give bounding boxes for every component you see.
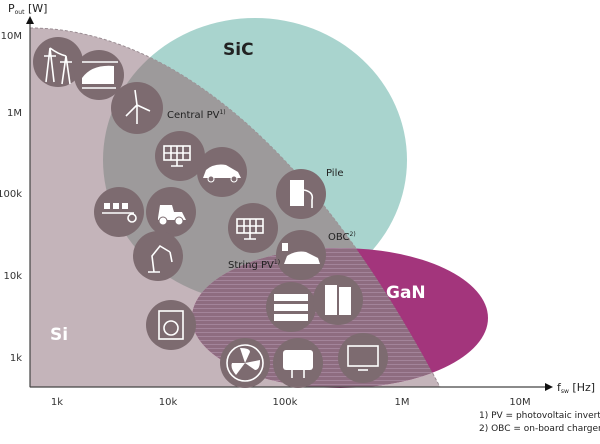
car-icon [197,147,247,197]
conveyor-icon [94,187,144,237]
x-tick: 10M [509,397,530,408]
footnote-obc: 2) OBC = on-board charger [479,424,600,434]
loader-icon [146,187,196,237]
train-icon [74,50,124,100]
sic-label: SiC [223,40,254,60]
solar-panel-icon [155,131,205,181]
y-axis-label: Pout [W] [8,2,47,16]
y-tick: 1M [7,108,22,119]
ev-charger-icon [276,169,326,219]
footnote-pv: 1) PV = photovoltaic inverter [479,411,600,421]
x-axis-label: fsw [Hz] [557,381,595,395]
y-tick: 10k [3,271,22,282]
pile-label: Pile [326,168,344,179]
washing-machine-icon [146,300,196,350]
power-adapter-icon [273,338,323,388]
si-label: Si [50,325,68,345]
x-tick: 10k [159,397,178,408]
central-pv-label: Central PV1) [167,109,226,121]
x-tick: 1k [51,397,63,408]
y-axis-arrow-icon [26,16,34,24]
monitor-icon [338,333,388,383]
power-lines-icon [33,37,83,87]
x-tick: 100k [273,397,298,408]
y-tick: 100k [0,189,22,200]
fan-icon [220,338,270,388]
solar-panel-icon [228,203,278,253]
obc-label: OBC2) [328,231,356,243]
x-ticks: 1k 10k 100k 1M 10M [51,397,531,408]
string-pv-label: String PV1) [228,259,280,271]
server-icon [266,282,316,332]
y-ticks: 10M 1M 100k 10k 1k [0,31,22,364]
y-tick: 10M [1,31,22,42]
y-tick: 1k [10,353,22,364]
server-rack-icon [313,275,363,325]
charging-car-icon [276,230,326,280]
x-tick: 1M [395,397,410,408]
wind-turbine-icon [111,82,163,134]
robot-arm-icon [133,231,183,281]
x-axis-arrow-icon [545,383,553,391]
gan-label: GaN [386,283,426,303]
